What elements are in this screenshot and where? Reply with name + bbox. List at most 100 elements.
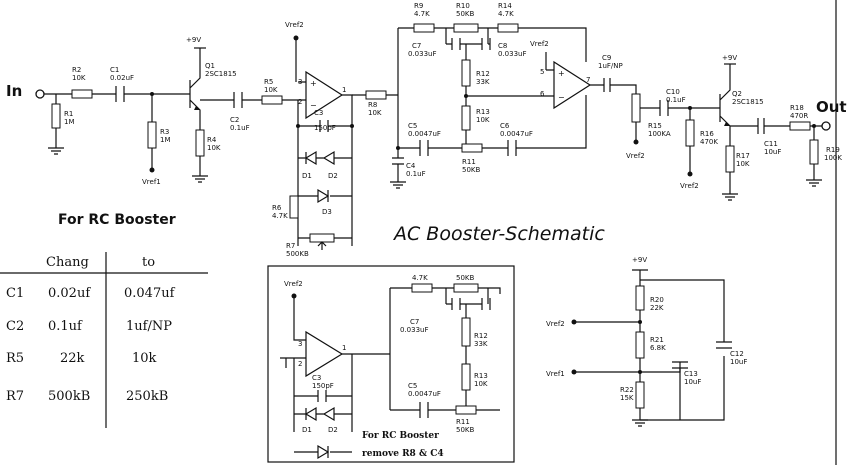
r14-value: 4.7K bbox=[498, 10, 514, 18]
vref2-label-u1: Vref2 bbox=[285, 21, 304, 29]
inset-r12-resistor bbox=[461, 317, 471, 347]
u1-pin-minus: 2 bbox=[298, 98, 302, 106]
inset-note-2: remove R8 & C4 bbox=[362, 449, 444, 459]
r20-ref: R20 bbox=[650, 296, 664, 304]
schematic-title: AC Booster-Schematic bbox=[392, 223, 605, 245]
r13-resistor bbox=[461, 105, 471, 131]
inset-r12-value: 33K bbox=[474, 340, 488, 348]
opamp-u1 bbox=[305, 70, 344, 120]
table-row-to-r5: 10k bbox=[132, 351, 157, 366]
c10-ref: C10 bbox=[666, 88, 680, 96]
r4-value: 10K bbox=[207, 144, 221, 152]
inset-d2-ref: D2 bbox=[328, 426, 338, 434]
svg-text:+: + bbox=[310, 79, 317, 88]
r7-value: 500KB bbox=[286, 250, 309, 258]
r7-ref: R7 bbox=[286, 242, 295, 250]
r9-resistor bbox=[413, 23, 435, 33]
r3-ref: R3 bbox=[160, 128, 169, 136]
r20-value: 22K bbox=[650, 304, 664, 312]
c8-ref: C8 bbox=[498, 42, 507, 50]
q1-supply-label: +9V bbox=[186, 36, 201, 44]
inset-c5-ref: C5 bbox=[408, 382, 417, 390]
c6-value: 0.0047uF bbox=[500, 130, 533, 138]
svg-text:−: − bbox=[558, 93, 565, 102]
inset-pin-minus: 2 bbox=[298, 360, 302, 368]
u1-pin-out: 1 bbox=[342, 86, 346, 94]
c12-ref: C12 bbox=[730, 350, 744, 358]
vref2-label-u2: Vref2 bbox=[530, 40, 549, 48]
r12-value: 33K bbox=[476, 78, 490, 86]
r13-ref: R13 bbox=[476, 108, 490, 116]
vref2-label-q2: Vref2 bbox=[680, 182, 699, 190]
inset-r-top-value: 4.7K bbox=[412, 274, 428, 282]
bias-vref2-label: Vref2 bbox=[546, 320, 565, 328]
r3-value: 1M bbox=[160, 136, 171, 144]
inset-d1-ref: D1 bbox=[302, 426, 312, 434]
d2-ref: D2 bbox=[328, 172, 338, 180]
input-label: In bbox=[6, 82, 22, 100]
inset-c3-value: 150pF bbox=[312, 382, 334, 390]
r16-resistor bbox=[685, 119, 695, 147]
r9-value: 4.7K bbox=[414, 10, 430, 18]
c7-ref: C7 bbox=[412, 42, 421, 50]
table-row-part-c2: C2 bbox=[6, 319, 24, 334]
table-row-from-c1: 0.02uf bbox=[48, 286, 91, 301]
vref2-label-r15: Vref2 bbox=[626, 152, 645, 160]
r19-resistor bbox=[809, 139, 819, 165]
inset-r13-resistor bbox=[461, 363, 471, 391]
r8-resistor bbox=[365, 90, 387, 100]
table-row-to-c1: 0.047uf bbox=[124, 286, 176, 301]
r18-resistor bbox=[789, 121, 811, 131]
r7-pot bbox=[309, 233, 335, 243]
r4-resistor bbox=[195, 129, 205, 157]
inset-box bbox=[267, 265, 515, 463]
inset-note-1: For RC Booster bbox=[362, 431, 439, 441]
u2-pin-minus: 6 bbox=[540, 90, 545, 98]
r11-ref: R11 bbox=[462, 158, 476, 166]
r18-value: 470R bbox=[790, 112, 808, 120]
c5-ref: C5 bbox=[408, 122, 417, 130]
inset-r13-value: 10K bbox=[474, 380, 488, 388]
c11-ref: C11 bbox=[764, 140, 778, 148]
output-label: Out bbox=[816, 98, 847, 116]
r10-pot bbox=[453, 23, 479, 33]
c1-value: 0.02uF bbox=[110, 74, 134, 82]
c6-ref: C6 bbox=[500, 122, 510, 130]
inset-r12-ref: R12 bbox=[474, 332, 488, 340]
r6-ref: R6 bbox=[272, 204, 282, 212]
r21-resistor bbox=[635, 331, 645, 359]
r13-value: 10K bbox=[476, 116, 490, 124]
svg-text:+: + bbox=[558, 69, 565, 78]
d1-ref: D1 bbox=[302, 172, 312, 180]
c10-value: 0.1uF bbox=[666, 96, 686, 104]
output-jack bbox=[821, 121, 831, 131]
inset-r10-pot bbox=[453, 283, 479, 293]
r11-value: 50KB bbox=[462, 166, 480, 174]
r19-ref: R19 bbox=[826, 146, 840, 154]
r4-ref: R4 bbox=[207, 136, 217, 144]
r15-value: 100KA bbox=[648, 130, 671, 138]
r16-ref: R16 bbox=[700, 130, 714, 138]
table-row-from-r5: 22k bbox=[60, 351, 85, 366]
q1-value: 2SC1815 bbox=[205, 70, 237, 78]
r1-ref: R1 bbox=[64, 110, 73, 118]
r22-resistor bbox=[635, 381, 645, 409]
r17-resistor bbox=[725, 145, 735, 173]
c4-ref: C4 bbox=[406, 162, 416, 170]
r16-value: 470K bbox=[700, 138, 718, 146]
r17-value: 10K bbox=[736, 160, 750, 168]
table-row-part-r7: R7 bbox=[6, 389, 24, 404]
r6-value: 4.7K bbox=[272, 212, 288, 220]
c7-value: 0.033uF bbox=[408, 50, 437, 58]
table-row-part-c1: C1 bbox=[6, 286, 24, 301]
c2-value: 0.1uF bbox=[230, 124, 250, 132]
inset-r13-ref: R13 bbox=[474, 372, 488, 380]
r19-value: 100K bbox=[824, 154, 842, 162]
inset-r11-value: 50KB bbox=[456, 426, 474, 434]
table-row-from-r7: 500kB bbox=[48, 389, 90, 404]
u2-pin-out: 7 bbox=[586, 76, 590, 84]
r22-value: 15K bbox=[620, 394, 634, 402]
r21-ref: R21 bbox=[650, 336, 664, 344]
r5-resistor bbox=[261, 95, 283, 105]
